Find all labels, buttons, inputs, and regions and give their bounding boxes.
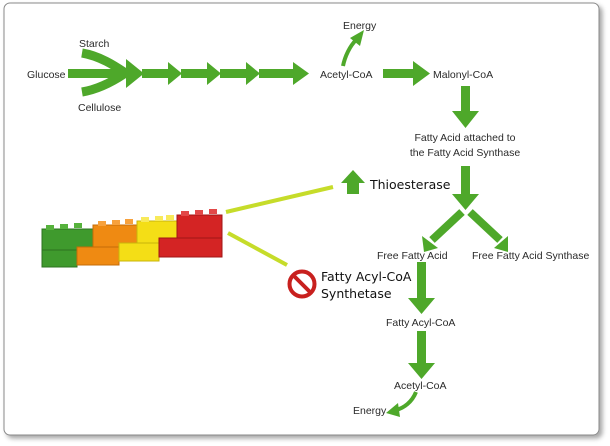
malonyl-coa-label: Malonyl-CoA [433,69,493,81]
segment-arrow-head-1 [168,62,182,85]
glucose-arrow-shaft [68,69,128,78]
synthetase-label-line2: Synthetase [321,286,392,301]
lego-brick-stack-icon [41,209,223,268]
synthetase-label-line1: Fatty Acyl-CoA [321,269,412,284]
prohibited-icon [287,269,317,299]
energy-top-label: Energy [343,20,377,32]
brick-red-top [176,214,223,239]
cellulose-label: Cellulose [78,102,121,114]
connector-to-thioesterase [225,185,334,214]
energy-top-arrow [341,38,358,67]
ffa-down-head [408,298,435,314]
brick-red-bottom [158,237,223,258]
split-right-arrow [467,209,503,243]
brick-green-bottom [41,249,78,268]
segment-arrow-4 [259,69,295,78]
split-left-head [422,236,438,252]
brick-studs [46,209,217,230]
fa-attached-label-line1: Fatty Acid attached to [415,132,516,144]
acyl-down-shaft [417,331,426,365]
segment-arrow-head-3 [246,62,260,85]
starch-label: Starch [79,38,110,50]
malonyl-down-head [452,111,479,128]
connector-to-synthetase [227,231,288,267]
brick-orange-bottom [76,246,120,266]
top-pathway-arrows [68,48,430,97]
segment-arrow-1 [142,69,170,78]
segment-arrow-3 [220,69,248,78]
fa-attached-down-head [452,194,479,210]
free-fatty-acid-synthase-label: Free Fatty Acid Synthase [472,250,589,262]
segment-arrow-head-2 [207,62,221,85]
brick-yellow-bottom [118,242,160,262]
fatty-acyl-coa-label: Fatty Acyl-CoA [386,317,455,329]
energy-top-arrow-head [350,30,364,46]
fa-attached-down-shaft [461,166,470,196]
segment-arrow-2 [181,69,209,78]
acyl-down-head [408,363,435,379]
acetyl-coa-bottom-label: Acetyl-CoA [394,380,447,392]
glucose-label: Glucose [27,69,66,81]
up-arrow-icon [341,170,365,194]
energy-bottom-arrow-head [386,403,400,417]
acetyl-to-malonyl-head [413,61,430,86]
split-left-arrow [429,209,465,243]
fa-attached-label-line2: the Fatty Acid Synthase [410,147,520,159]
acetyl-to-malonyl-shaft [383,69,415,78]
energy-bottom-label: Energy [353,405,387,417]
split-right-head [494,236,508,252]
malonyl-down-shaft [461,86,470,113]
acetyl-coa-top-label: Acetyl-CoA [320,69,373,81]
ffa-down-shaft [417,262,426,300]
diagram-frame [3,2,600,436]
free-fatty-acid-label: Free Fatty Acid [377,250,448,262]
segment-arrow-head-4 [293,62,309,85]
thioesterase-label: Thioesterase [369,177,451,192]
glucose-arrow-head [126,59,144,88]
